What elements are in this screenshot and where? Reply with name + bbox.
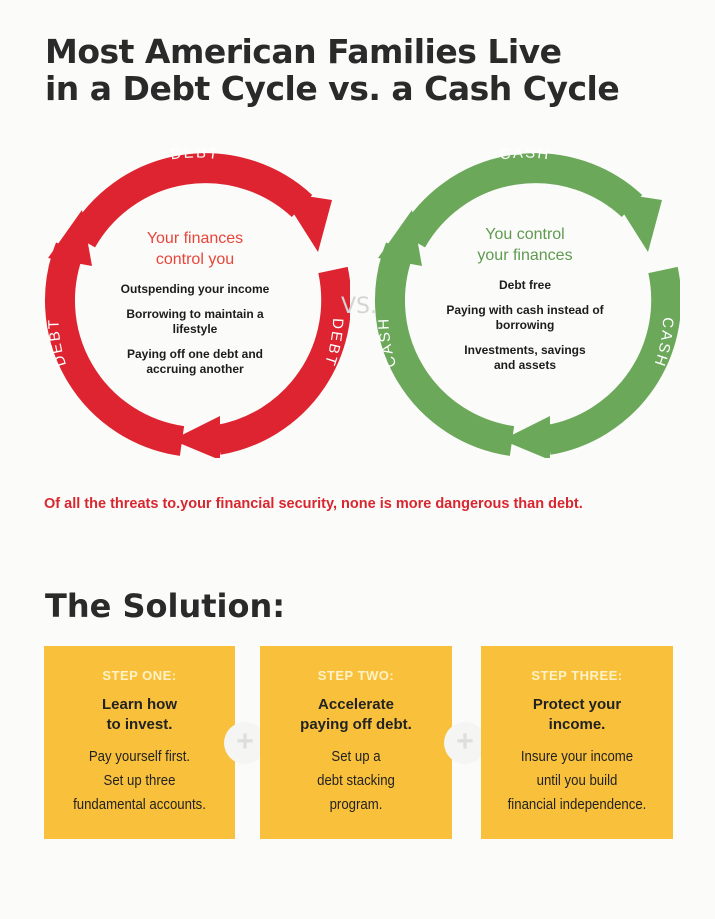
step-heading-line-1: Accelerate bbox=[318, 696, 394, 713]
step-body-line: financial independence. bbox=[507, 796, 647, 813]
cash-cycle-arrows: CASH CASH CASH bbox=[375, 148, 680, 458]
cash-arrowhead-left bbox=[378, 210, 422, 266]
step-body-line: Set up a bbox=[331, 748, 381, 765]
step-label: STEP THREE: bbox=[531, 668, 623, 683]
debt-arrowhead-left bbox=[48, 210, 92, 266]
step-heading-line-2: paying off debt. bbox=[300, 716, 412, 733]
debt-cycle-content: Your finances control you Outspending yo… bbox=[95, 228, 295, 387]
debt-heading: Your finances control you bbox=[95, 228, 295, 270]
plus-icon: + bbox=[444, 722, 486, 764]
cash-arrowhead-right bbox=[502, 416, 550, 458]
step-body-line: Pay yourself first. bbox=[88, 748, 191, 765]
step-heading-line-1: Protect your bbox=[532, 696, 622, 713]
step-two-card: STEP TWO: Accelerate paying off debt. Se… bbox=[260, 646, 452, 839]
step-body-line: Set up three bbox=[103, 772, 176, 789]
cash-cycle-diagram: CASH CASH CASH You control your finances… bbox=[370, 148, 680, 458]
step-heading-line-2: to invest. bbox=[106, 716, 173, 733]
page-title: Most American Families Live in a Debt Cy… bbox=[45, 33, 665, 107]
cash-item: Paying with cash instead of borrowing bbox=[446, 303, 604, 332]
cash-cycle-content: You control your finances Debt free Payi… bbox=[425, 224, 625, 383]
step-label: STEP ONE: bbox=[102, 668, 177, 683]
cash-arc-right bbox=[545, 266, 680, 455]
cash-item: Debt free bbox=[498, 278, 551, 292]
title-line-1: Most American Families Live bbox=[45, 32, 562, 71]
cash-heading-line-1: You control bbox=[485, 226, 565, 243]
debt-heading-line-2: control you bbox=[155, 251, 235, 268]
debt-item: Paying off one debt and accruing another bbox=[126, 347, 263, 376]
debt-arc-top bbox=[68, 153, 313, 248]
step-one-card: STEP ONE: Learn how to invest. Pay yours… bbox=[44, 646, 235, 839]
step-heading: Learn how to invest. bbox=[44, 695, 235, 735]
debt-cycle-diagram: DEBT DEBT DEBT Your finances control you… bbox=[40, 148, 350, 458]
cash-arrowhead-top bbox=[610, 192, 662, 252]
step-heading: Protect your income. bbox=[481, 695, 673, 735]
plus-icon: + bbox=[224, 722, 266, 764]
step-body-line: until you build bbox=[536, 772, 618, 789]
debt-top-label: DEBT bbox=[169, 148, 220, 163]
cash-arc-top bbox=[398, 153, 643, 248]
step-body: Pay yourself first. Set up three fundame… bbox=[55, 745, 223, 817]
debt-item: Outspending your income bbox=[120, 282, 270, 296]
threat-statement: Of all the threats to.your financial sec… bbox=[44, 496, 583, 512]
step-body: Insure your income until you build finan… bbox=[493, 745, 662, 817]
cash-arc-left bbox=[375, 242, 515, 456]
title-line-2: in a Debt Cycle vs. a Cash Cycle bbox=[45, 69, 620, 108]
debt-arrowhead-right bbox=[172, 416, 220, 458]
step-heading-line-1: Learn how bbox=[101, 696, 177, 713]
step-body-line: program. bbox=[329, 796, 383, 813]
debt-arrowhead-top bbox=[280, 192, 332, 252]
debt-cycle-arrows: DEBT DEBT DEBT bbox=[45, 148, 350, 458]
debt-arc-right bbox=[215, 266, 350, 455]
cash-heading: You control your finances bbox=[425, 224, 625, 266]
debt-item: Borrowing to maintain a lifestyle bbox=[126, 307, 264, 336]
step-three-card: STEP THREE: Protect your income. Insure … bbox=[481, 646, 673, 839]
debt-heading-line-1: Your finances bbox=[146, 230, 244, 247]
cash-item: Investments, savings and assets bbox=[464, 343, 586, 372]
step-heading-line-2: income. bbox=[548, 716, 606, 733]
vs-label: VS. bbox=[341, 294, 378, 319]
step-body-line: Insure your income bbox=[520, 748, 634, 765]
step-label: STEP TWO: bbox=[317, 668, 395, 683]
step-body-line: debt stacking bbox=[317, 772, 395, 789]
cash-top-label: CASH bbox=[499, 148, 552, 164]
step-body: Set up a debt stacking program. bbox=[272, 745, 441, 817]
step-heading: Accelerate paying off debt. bbox=[260, 695, 452, 735]
step-body-line: fundamental accounts. bbox=[73, 796, 206, 813]
solution-title: The Solution: bbox=[45, 587, 286, 625]
debt-arc-left bbox=[45, 242, 185, 456]
cash-heading-line-2: your finances bbox=[477, 247, 573, 264]
